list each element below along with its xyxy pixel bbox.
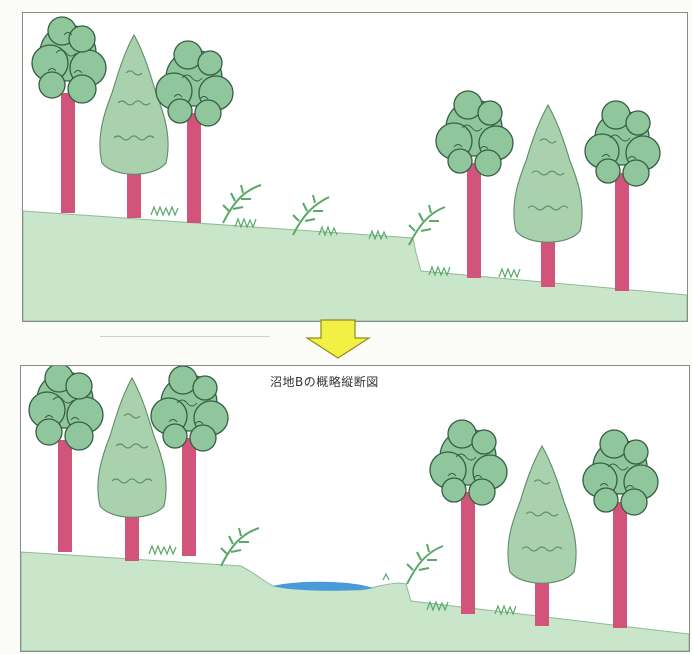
scan-smudge <box>100 336 270 337</box>
fern-icon <box>406 543 444 585</box>
panel-before-drawing <box>23 16 687 321</box>
ground <box>23 210 687 321</box>
broadleaf-tree-icon <box>150 366 229 556</box>
fern-icon <box>292 194 330 236</box>
fern-icon <box>222 184 262 224</box>
pond <box>273 581 373 591</box>
broadleaf-tree-icon <box>31 16 107 213</box>
grass-tuft-icon <box>148 544 517 616</box>
ground <box>21 551 689 651</box>
grass-tuft-icon <box>150 205 521 279</box>
conifer-tree-icon <box>99 33 169 218</box>
broadleaf-tree-icon <box>155 40 234 223</box>
panel-before <box>22 12 688 322</box>
broadleaf-tree-icon <box>429 419 508 614</box>
conifer-tree-icon <box>513 103 583 287</box>
conifer-tree-icon <box>507 444 577 626</box>
diagram-caption: 沼地Bの概略縦断図 <box>270 375 379 389</box>
broadleaf-tree-icon <box>435 90 514 278</box>
panel-after-drawing <box>21 366 689 651</box>
fern-icon <box>408 204 446 246</box>
broadleaf-tree-icon <box>28 366 104 552</box>
broadleaf-tree-icon <box>582 429 659 628</box>
conifer-tree-icon <box>97 376 167 561</box>
fern-icon <box>220 527 260 567</box>
panel-after <box>20 365 690 652</box>
broadleaf-tree-icon <box>584 100 661 291</box>
down-arrow-icon <box>304 319 372 359</box>
